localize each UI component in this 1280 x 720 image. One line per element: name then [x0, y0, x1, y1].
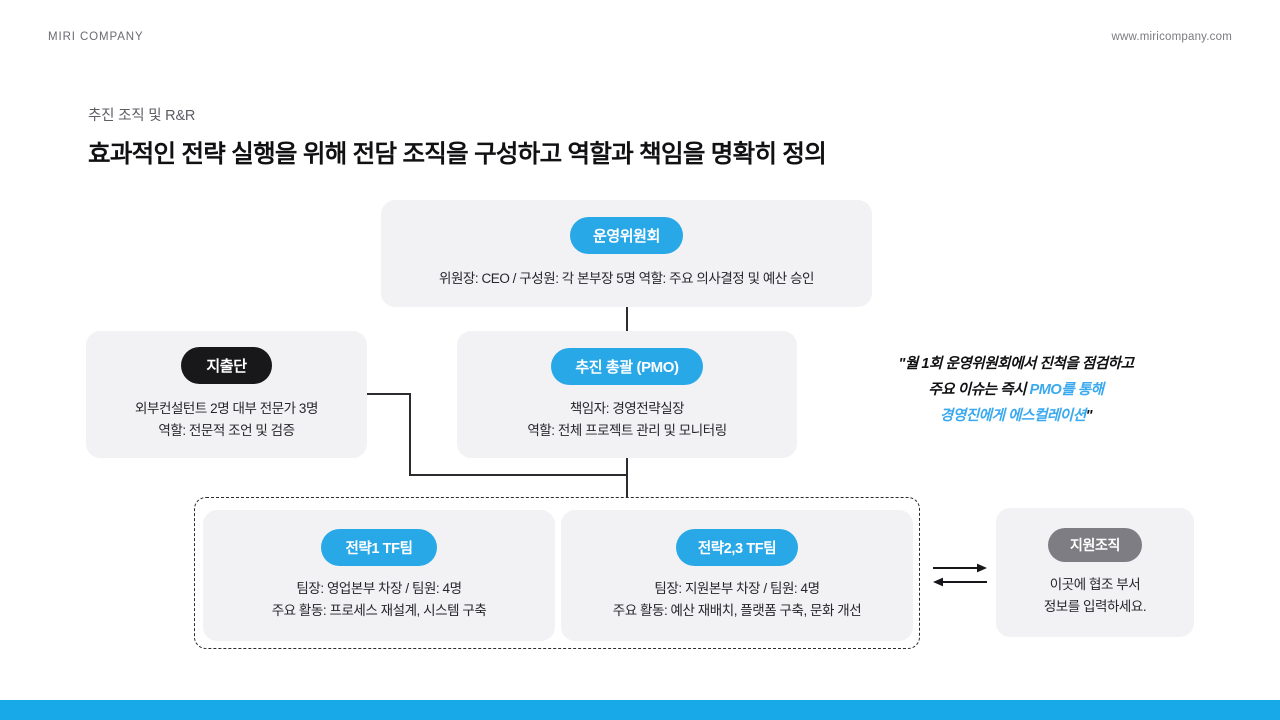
quote-line-2-plain: 주요 이슈는 즉시 — [928, 381, 1030, 398]
quote-line-3-highlight: 경영진에게 에스컬레이션 — [939, 407, 1086, 424]
card-tf-team-1-body: 팀장: 영업본부 차장 / 팀원: 4명 주요 활동: 프로세스 재설계, 시스… — [272, 578, 487, 622]
page-title: 효과적인 전략 실행을 위해 전담 조직을 구성하고 역할과 책임을 명확히 정… — [88, 141, 827, 168]
card-support-org-body: 이곳에 협조 부서 정보를 입력하세요. — [1043, 574, 1147, 618]
company-brand: MIRI COMPANY — [48, 31, 144, 43]
badge-steering-committee: 운영위원회 — [569, 217, 683, 255]
card-line: 팀장: 지원본부 차장 / 팀원: 4명 — [654, 581, 820, 597]
card-line: 역할: 전체 프로젝트 관리 및 모니터링 — [527, 422, 727, 438]
card-tf-team-1[interactable]: 전략1 TF팀 팀장: 영업본부 차장 / 팀원: 4명 주요 활동: 프로세스… — [203, 510, 555, 641]
connector-audit-horizontal — [367, 393, 411, 395]
card-line: 정보를 입력하세요. — [1043, 598, 1147, 614]
footer-accent-bar — [0, 700, 1280, 720]
connector-pmo-to-tf-group — [626, 458, 628, 497]
card-tf-team-2-body: 팀장: 지원본부 차장 / 팀원: 4명 주요 활동: 예산 재배치, 플랫폼 … — [612, 578, 862, 622]
quote-line-1: "월 1회 운영위원회에서 진척을 점검하고 — [898, 356, 1134, 372]
card-line: 이곳에 협조 부서 — [1049, 576, 1141, 592]
card-steering-committee[interactable]: 운영위원회 위원장: CEO / 구성원: 각 본부장 5명 역할: 주요 의사… — [381, 200, 872, 307]
company-website-url: www.miricompany.com — [1111, 31, 1232, 43]
section-eyebrow: 추진 조직 및 R&R — [88, 108, 196, 124]
card-line: 외부컨설턴트 2명 대부 전문가 3명 — [135, 401, 318, 417]
badge-tf-team-1: 전략1 TF팀 — [321, 529, 437, 567]
badge-pmo: 추진 총괄 (PMO) — [551, 347, 703, 385]
card-line: 책임자: 경영전략실장 — [569, 400, 685, 416]
card-tf-team-2[interactable]: 전략2,3 TF팀 팀장: 지원본부 차장 / 팀원: 4명 주요 활동: 예산… — [561, 510, 913, 641]
tf-team-group-outline — [194, 497, 920, 649]
badge-tf-team-2: 전략2,3 TF팀 — [675, 529, 799, 567]
card-line: 주요 활동: 프로세스 재설계, 시스템 구축 — [271, 603, 487, 618]
card-support-org[interactable]: 지원조직 이곳에 협조 부서 정보를 입력하세요. — [996, 508, 1194, 637]
card-pmo-body: 책임자: 경영전략실장 역할: 전체 프로젝트 관리 및 모니터링 — [527, 398, 727, 442]
card-line: 역할: 전문적 조언 및 검증 — [158, 423, 295, 438]
connector-committee-to-pmo — [626, 307, 628, 331]
card-line: 팀장: 영업본부 차장 / 팀원: 4명 — [296, 581, 462, 597]
quote-line-3-tail: " — [1085, 407, 1093, 424]
connector-audit-vertical — [409, 393, 411, 475]
card-line: 주요 활동: 예산 재배치, 플랫폼 구축, 문화 개선 — [612, 603, 862, 618]
connector-audit-join — [409, 474, 627, 476]
card-audit-unit-body: 외부컨설턴트 2명 대부 전문가 3명 역할: 전문적 조언 및 검증 — [135, 398, 318, 442]
badge-support-org: 지원조직 — [1048, 527, 1142, 562]
card-audit-unit[interactable]: 지출단 외부컨설턴트 2명 대부 전문가 3명 역할: 전문적 조언 및 검증 — [86, 331, 367, 458]
escalation-quote: "월 1회 운영위원회에서 진척을 점검하고 주요 이슈는 즉시 PMO를 통해… — [856, 352, 1176, 430]
quote-line-2-highlight: PMO를 통해 — [1029, 381, 1105, 398]
bidirectional-arrow-icon — [933, 563, 987, 587]
quote-line-3: 경영진에게 에스컬레이션" — [856, 404, 1176, 430]
quote-line-2: 주요 이슈는 즉시 PMO를 통해 — [856, 378, 1176, 404]
card-steering-committee-body: 위원장: CEO / 구성원: 각 본부장 5명 역할: 주요 의사결정 및 예… — [438, 268, 815, 290]
badge-audit-unit: 지출단 — [181, 347, 272, 385]
card-line: 위원장: CEO / 구성원: 각 본부장 5명 역할: 주요 의사결정 및 예… — [438, 271, 815, 287]
card-pmo[interactable]: 추진 총괄 (PMO) 책임자: 경영전략실장 역할: 전체 프로젝트 관리 및… — [457, 331, 797, 458]
